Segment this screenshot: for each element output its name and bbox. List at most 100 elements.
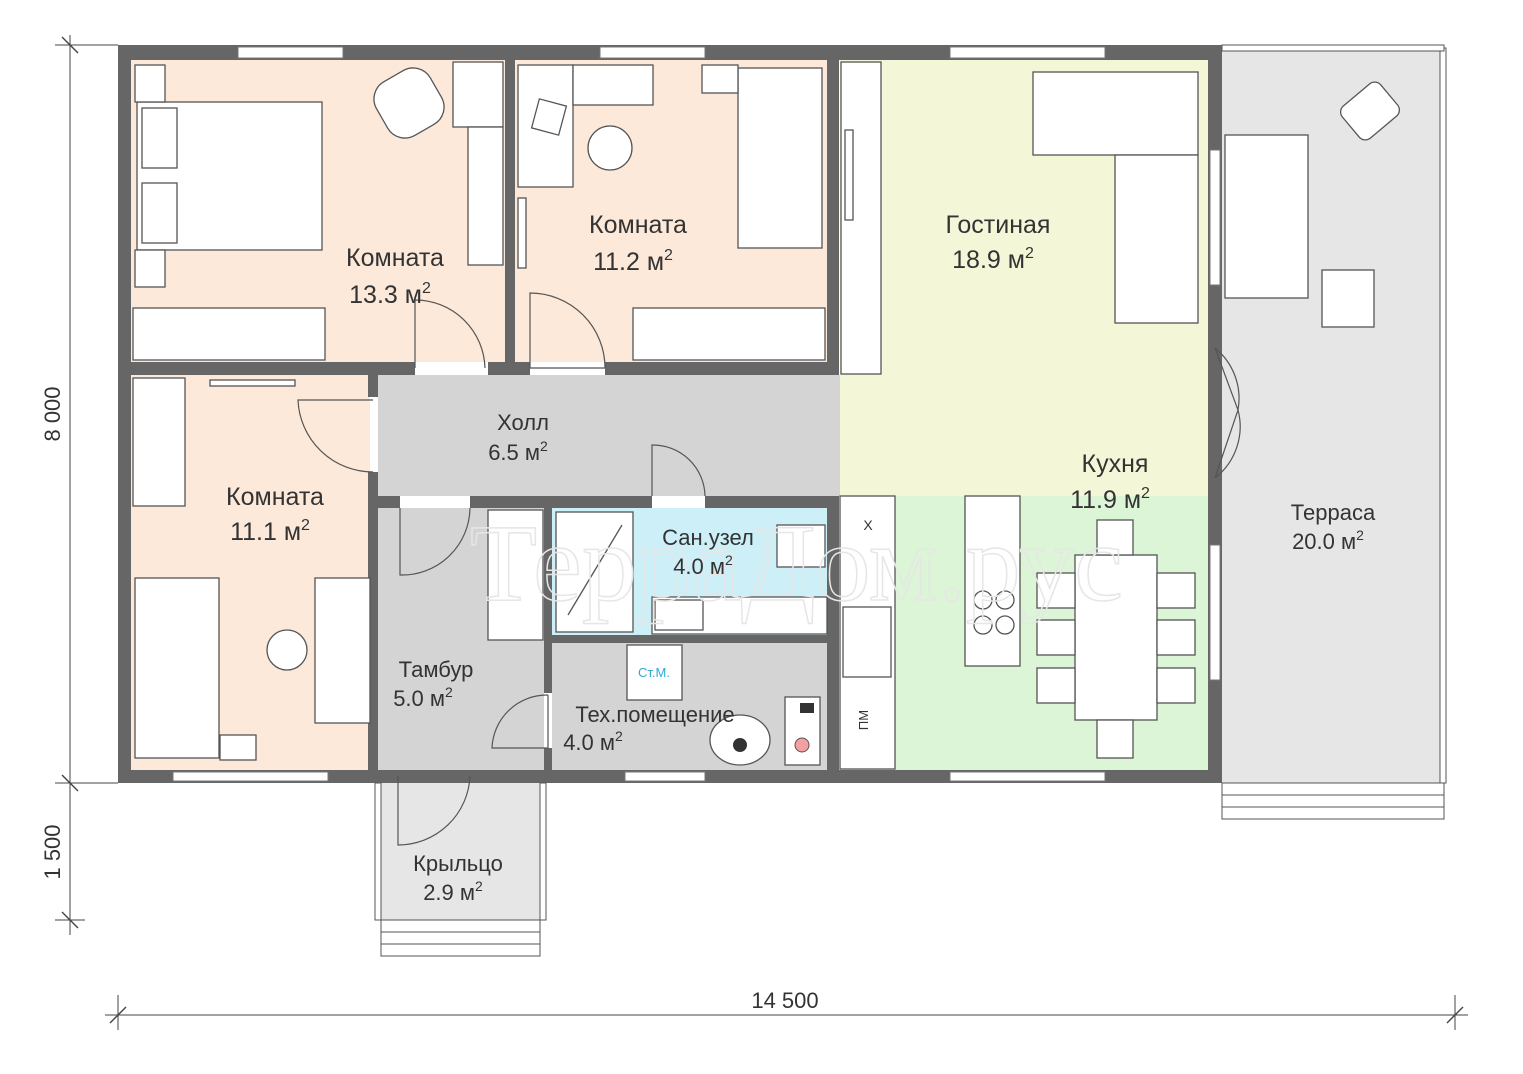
chair-5: [1156, 619, 1196, 656]
pillow-1: [141, 107, 178, 169]
wall-bed3-hall-b: [368, 472, 378, 770]
terrace-name: Терраса: [1291, 500, 1376, 525]
room-labels: Комната 13.3 м2 Комната 11.2 м2 Комната …: [226, 211, 1376, 905]
window-top-3: [949, 46, 1106, 59]
dim-tick-right: [1446, 1006, 1464, 1024]
dimension-lines: 8 000 1 500 14 500: [40, 35, 1468, 1030]
utility-name: Тех.помещение: [575, 702, 734, 727]
washer-label: Ст.М.: [638, 665, 670, 680]
wall-vestibule-bath: [544, 508, 552, 693]
dim-tick-left: [109, 1006, 127, 1024]
terrace-area: 20.0 м2: [1292, 527, 1364, 554]
nightstand-bed3: [219, 734, 257, 761]
boiler-indicator: [794, 737, 810, 753]
porch-floor: [378, 782, 544, 920]
hall-floor: [378, 375, 840, 496]
living-area: 18.9 м2: [952, 245, 1034, 274]
dim-height-porch: 1 500: [40, 824, 65, 879]
nightstand-1: [134, 64, 166, 103]
porch-name: Крыльцо: [413, 851, 503, 876]
desk-chair-bed3: [266, 629, 308, 671]
laptop-bed2: [530, 98, 568, 136]
porch-rail-left: [374, 782, 382, 921]
washbasin: [654, 599, 704, 631]
nightstand-2: [134, 249, 166, 288]
hall-area: 6.5 м2: [488, 438, 548, 465]
terrace-steps-2: [1221, 794, 1445, 808]
sofa-back: [1032, 71, 1199, 156]
watermark: ТерраДом.рус: [470, 502, 1123, 624]
water-heater-dial: [733, 738, 747, 752]
porch-steps-3: [380, 943, 541, 957]
window-bottom-2: [624, 771, 706, 782]
fridge-label: Х: [863, 517, 873, 533]
bedroom3-area: 11.1 м2: [230, 517, 310, 546]
utility-area: 4.0 м2: [563, 728, 623, 755]
door-bathroom: [651, 444, 706, 497]
dining-table: [1074, 554, 1158, 721]
desk-bed2-top: [572, 64, 654, 106]
porch-steps-1: [380, 919, 541, 933]
terrace-steps-3: [1221, 806, 1445, 820]
chair-7: [1096, 519, 1134, 556]
window-right-2: [1209, 544, 1221, 681]
terrace-rail-right: [1439, 47, 1447, 784]
tv-bed3: [209, 379, 296, 387]
wall-hall-bottom-c: [705, 496, 839, 508]
tv-bed2: [517, 197, 527, 269]
bathroom-area: 4.0 м2: [673, 552, 733, 579]
vestibule-name: Тамбур: [399, 657, 474, 682]
wall-bed3-hall: [368, 375, 378, 397]
wardrobe-vestibule: [487, 509, 544, 641]
bedroom1-area: 13.3 м2: [349, 280, 431, 309]
tv-stand-bed1: [467, 126, 504, 266]
sink-kitchen: [842, 606, 892, 678]
wall-vestibule-porch-b: [470, 770, 544, 783]
wall-vestibule-bath-b: [544, 748, 552, 770]
hall-name: Холл: [497, 410, 549, 435]
porch-steps-2: [380, 931, 541, 945]
terrace-steps-1: [1221, 782, 1445, 796]
island: [964, 495, 1021, 667]
terrace-armchair: [1339, 81, 1401, 141]
wall-hall-bottom-a: [378, 496, 400, 508]
dishwasher-label: ПМ: [856, 710, 871, 730]
hob-3: [973, 615, 993, 635]
door-bedroom3: [297, 399, 374, 473]
utility-floor: [552, 643, 827, 770]
shower-diagonal: [567, 524, 623, 616]
windows: [172, 46, 1221, 782]
desk-chair-bed2: [587, 125, 633, 171]
wall-bath-utility: [552, 635, 827, 643]
bedroom2-name: Комната: [589, 211, 687, 239]
chair-8: [1096, 719, 1134, 759]
wall-bed2-living: [827, 60, 839, 375]
door-terrace: [1214, 347, 1241, 479]
door-bedroom2: [529, 292, 606, 369]
desk-bed2: [517, 64, 574, 188]
chair-6: [1156, 667, 1196, 704]
wall-vestibule-porch: [378, 770, 398, 783]
window-bottom-3: [949, 771, 1106, 782]
tv-living: [844, 129, 854, 221]
bathroom-name: Сан.узел: [662, 525, 754, 550]
porch-rail-right: [539, 782, 547, 921]
wall-bedrooms-hall: [130, 362, 415, 375]
terrace-railings: [374, 44, 1447, 957]
door-utility: [491, 694, 549, 749]
wall-hall-bottom-b: [470, 496, 652, 508]
dim-tick-top: [61, 36, 79, 54]
dim-tick-bottom: [61, 911, 79, 929]
wall-bath-kitchen: [827, 496, 839, 770]
hob-2: [995, 590, 1015, 610]
wardrobe-bed1: [132, 307, 326, 361]
wardrobe-bed2: [632, 307, 826, 361]
window-top-2: [599, 46, 706, 59]
bedroom2-area: 11.2 м2: [593, 247, 673, 276]
door-vestibule: [399, 507, 471, 576]
washing-machine: [626, 644, 683, 701]
desk-bed3: [314, 577, 371, 724]
furniture: [132, 61, 1401, 770]
boiler-switch: [800, 703, 814, 713]
dim-height-main: 8 000: [40, 386, 65, 441]
